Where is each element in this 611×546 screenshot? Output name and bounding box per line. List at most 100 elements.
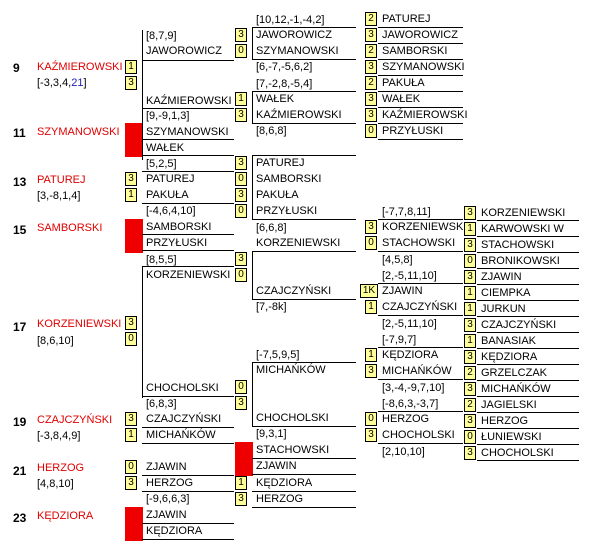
player-name[interactable]: WAŁEK [382,93,421,105]
player-name[interactable]: KĘDZIORA [481,351,538,363]
player-name[interactable]: KĘDZIORA [146,525,203,537]
bracket-line [142,139,234,140]
player-name[interactable]: SAMBORSKI [146,221,212,233]
player-name[interactable]: KĘDZIORA [256,477,313,489]
player-name[interactable]: KĘDZIORA [382,349,439,361]
bracket-line [477,444,579,445]
bracket-line [477,300,579,301]
score-box: 2 [365,44,377,58]
player-name[interactable]: KĘDZIORA [37,510,94,522]
score-box: 1 [235,92,247,106]
player-name[interactable]: CZAJCZYŃSKI [256,285,332,297]
set-scores: [-7,7,8,11] [382,206,431,218]
player-name[interactable]: CZAJCZYŃSKI [382,301,458,313]
bracket-line [252,91,356,92]
bracket-line [378,283,463,284]
player-name[interactable]: KORZENIEWSKI [481,207,566,219]
player-name[interactable]: ZJAWIN [481,271,522,283]
player-name[interactable]: STACHOWSKI [382,237,456,249]
player-name[interactable]: KORZENIEWSKI [256,237,341,249]
player-name[interactable]: CHOCHOLSKI [146,382,219,394]
player-name[interactable]: STACHOWSKI [256,444,330,456]
player-name[interactable]: HERZOG [382,413,430,425]
player-name[interactable]: BANASIAK [481,335,537,347]
player-name[interactable]: CHOCHOLSKI [256,412,329,424]
bracket-line [252,507,356,508]
match-number: 15 [13,223,27,237]
player-name[interactable]: CZAJCZYŃSKI [37,414,113,426]
set-scores: [8,7,9] [146,30,177,42]
player-name[interactable]: PATUREJ [382,13,431,25]
set-scores: [-7,5,9,5] [256,349,300,361]
player-name[interactable]: MICHAŃKÓW [256,364,326,376]
player-name[interactable]: PATUREJ [37,174,86,186]
player-name[interactable]: BRONIKOWSKI [481,255,560,267]
player-name[interactable]: ZJAWIN [256,460,297,472]
player-name[interactable]: SZYMANOWSKI [382,61,465,73]
bracket-line [477,316,579,317]
bracket-line [252,59,356,60]
player-name[interactable]: HERZOG [481,415,529,427]
bracket-line [252,251,356,252]
player-name[interactable]: WAŁEK [256,93,295,105]
player-name[interactable]: KORZENIEWSKI [37,318,122,330]
player-name[interactable]: JURKUN [481,303,526,315]
player-name[interactable]: KORZENIEWSKI [382,221,467,233]
player-name[interactable]: PRZYŁUSKI [146,237,208,249]
player-name[interactable]: ZJAWIN [146,461,187,473]
player-name[interactable]: HERZOG [256,493,304,505]
player-name[interactable]: JAGIELSKI [481,399,537,411]
player-name[interactable]: KAŹMIEROWSKI [146,95,232,107]
player-name[interactable]: KARWOWSKI W [481,223,564,235]
player-name[interactable]: CZAJCZYŃSKI [146,413,222,425]
player-name[interactable]: CZAJCZYŃSKI [481,319,557,331]
player-name[interactable]: PAKUŁA [382,77,425,89]
player-name[interactable]: ZJAWIN [382,285,423,297]
bracket-line [142,396,234,397]
player-name[interactable]: SAMBORSKI [256,173,322,185]
player-name[interactable]: PATUREJ [256,157,305,169]
player-name[interactable]: PRZYŁUSKI [256,205,318,217]
bracket-line [142,250,234,251]
player-name[interactable]: PAKUŁA [256,189,299,201]
player-name[interactable]: SZYMANOWSKI [37,126,120,138]
player-name[interactable]: SZYMANOWSKI [146,126,229,138]
player-name[interactable]: MICHAŃKÓW [146,429,216,441]
player-name[interactable]: KAŹMIEROWSKI [256,109,342,121]
player-name[interactable]: JAWOROWICZ [256,29,332,41]
player-name[interactable]: KAŹMIEROWSKI [382,109,468,121]
score-box: 3 [235,396,247,410]
player-name[interactable]: CIEMPKA [481,287,531,299]
player-name[interactable]: HERZOG [146,477,194,489]
player-name[interactable]: PAKUŁA [146,189,189,201]
player-name[interactable]: ŁUNIEWSKI [481,431,542,443]
player-name[interactable]: SZYMANOWSKI [256,45,339,57]
player-name[interactable]: MICHAŃKÓW [481,383,551,395]
player-name[interactable]: JAWOROWICZ [382,29,458,41]
bracket-line [252,219,356,220]
score-box: 3 [235,28,247,42]
player-name[interactable]: KAŹMIEROWSKI [37,61,123,73]
player-name[interactable]: WAŁEK [146,142,185,154]
player-name[interactable]: JAWOROWICZ [146,45,222,57]
player-name[interactable]: ZJAWIN [146,509,187,521]
player-name[interactable]: PATUREJ [146,173,195,185]
player-name[interactable]: HERZOG [37,462,85,474]
player-name[interactable]: PRZYŁUSKI [382,125,444,137]
bracket-line [252,251,253,299]
player-name[interactable]: GRZELCZAK [481,367,548,379]
score-box: 3 [464,414,476,428]
player-name[interactable]: SAMBORSKI [382,45,448,57]
bracket-line [252,123,356,124]
bracket-line [252,362,253,426]
bracket-line [378,251,463,252]
bracket-line [252,362,356,363]
player-name[interactable]: KORZENIEWSKI [146,269,231,281]
player-name[interactable]: CHOCHOLSKI [481,447,554,459]
player-name[interactable]: SAMBORSKI [37,222,103,234]
player-name[interactable]: MICHAŃKÓW [382,365,452,377]
player-name[interactable]: STACHOWSKI [481,239,555,251]
bracket-line [252,155,253,219]
player-name[interactable]: CHOCHOLSKI [382,429,455,441]
score-box: 1 [365,300,377,314]
